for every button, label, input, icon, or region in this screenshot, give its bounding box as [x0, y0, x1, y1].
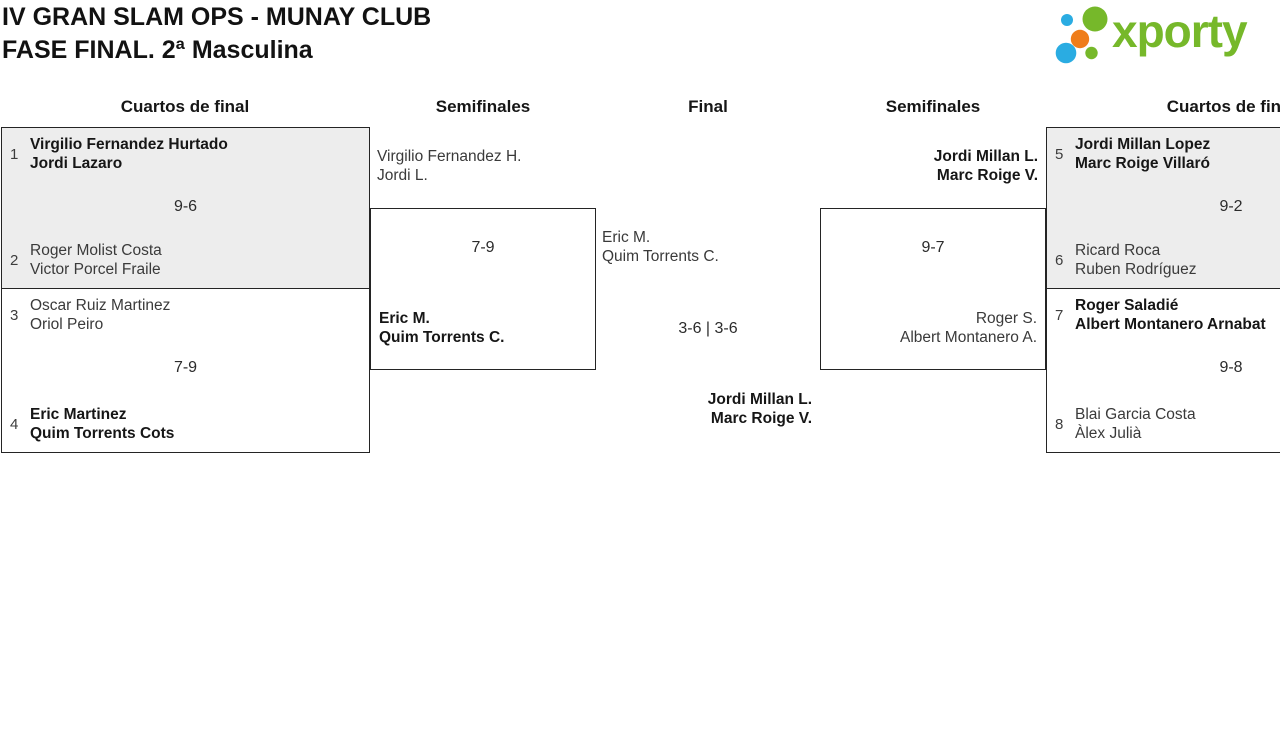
logo-dot-green-small — [1085, 46, 1098, 60]
xporty-logo[interactable]: xporty — [1046, 0, 1280, 69]
round-header-final: Final — [688, 97, 728, 116]
player-name: Victor Porcel Fraile — [30, 261, 161, 278]
player-name: Marc Roige V. — [710, 410, 812, 427]
player-name: Quim Torrents C. — [602, 248, 719, 265]
match-score: 9-8 — [1219, 359, 1243, 376]
match-score: 7-9 — [471, 239, 495, 256]
player-name: Jordi L. — [377, 167, 428, 184]
logo-dot-blue-large — [1055, 42, 1077, 64]
match-box-qf3[interactable]: 5 Jordi Millan Lopez Marc Roige Villaró … — [1046, 127, 1280, 289]
semifinal-right-team1: Jordi Millan L. Marc Roige V. — [820, 147, 1038, 185]
seed-number: 4 — [10, 415, 19, 433]
match-score: 9-6 — [173, 198, 198, 215]
seed-number: 8 — [1055, 415, 1064, 433]
round-header-quarterfinals-right: Cuartos de final — [1166, 97, 1280, 116]
logo-dot-blue-small — [1061, 14, 1073, 26]
player-name: Quim Torrents C. — [379, 329, 505, 346]
player-name: Jordi Millan Lopez — [1075, 136, 1211, 153]
team-row: 8 Blai Garcia Costa Àlex Julià — [1055, 405, 1196, 443]
player-name: Virgilio Fernandez Hurtado — [30, 136, 228, 153]
player-name: Oriol Peiro — [30, 316, 104, 333]
player-name: Eric Martinez — [30, 406, 127, 423]
match-box-sf-left[interactable]: 7-9 Eric M. Quim Torrents C. — [370, 208, 596, 370]
match-box-qf1[interactable]: 1 Virgilio Fernandez Hurtado Jordi Lazar… — [1, 127, 370, 289]
semifinal-left-team1: Virgilio Fernandez H. Jordi L. — [377, 147, 521, 185]
logo-wordmark: xporty — [1112, 5, 1248, 57]
match-box-qf4[interactable]: 7 Roger Saladié Albert Montanero Arnabat… — [1046, 288, 1280, 453]
player-name: Àlex Julià — [1075, 425, 1142, 442]
team-row: 3 Oscar Ruiz Martinez Oriol Peiro — [10, 296, 170, 334]
match-box-sf-right[interactable]: 9-7 Roger S. Albert Montanero A. — [820, 208, 1046, 370]
player-name: Jordi Millan L. — [707, 391, 812, 408]
seed-number: 7 — [1055, 306, 1064, 324]
logo-dot-orange — [1070, 29, 1090, 49]
final-team2-champion: Jordi Millan L. Marc Roige V. — [596, 390, 812, 428]
player-name: Jordi Millan L. — [933, 148, 1038, 165]
match-score: 9-2 — [1219, 198, 1243, 215]
player-name: Eric M. — [602, 229, 651, 246]
player-name: Ricard Roca — [1075, 242, 1161, 259]
team-row: 7 Roger Saladié Albert Montanero Arnabat — [1055, 296, 1266, 334]
round-header-quarterfinals-left: Cuartos de final — [120, 97, 250, 116]
match-score: 9-7 — [921, 239, 945, 256]
player-name: Ruben Rodríguez — [1075, 261, 1197, 278]
tournament-name: IV GRAN SLAM OPS - MUNAY CLUB — [2, 3, 432, 31]
team-row: Roger S. Albert Montanero A. — [900, 309, 1037, 347]
seed-number: 1 — [10, 145, 19, 163]
team-row: 6 Ricard Roca Ruben Rodríguez — [1055, 241, 1197, 279]
match-box-qf2[interactable]: 3 Oscar Ruiz Martinez Oriol Peiro 7-9 4 … — [1, 288, 370, 453]
player-name: Roger S. — [975, 310, 1037, 327]
final-score: 3-6 | 3-6 — [678, 320, 738, 337]
player-name: Virgilio Fernandez H. — [377, 148, 522, 165]
logo-dot-green-large — [1082, 6, 1108, 32]
team-row: Eric M. Quim Torrents C. — [379, 309, 504, 347]
phase-category: FASE FINAL. 2ª Masculina — [2, 36, 313, 64]
final-team1: Eric M. Quim Torrents C. — [602, 228, 719, 266]
player-name: Albert Montanero Arnabat — [1075, 316, 1266, 333]
seed-number: 2 — [10, 251, 19, 269]
team-row: 5 Jordi Millan Lopez Marc Roige Villaró — [1055, 135, 1210, 173]
round-header-semifinals-right: Semifinales — [885, 97, 981, 116]
player-name: Roger Saladié — [1075, 297, 1179, 314]
player-name: Oscar Ruiz Martinez — [30, 297, 171, 314]
player-name: Blai Garcia Costa — [1075, 406, 1196, 423]
page-title: IV GRAN SLAM OPS - MUNAY CLUB FASE FINAL… — [2, 1, 431, 67]
team-row: 1 Virgilio Fernandez Hurtado Jordi Lazar… — [10, 135, 228, 173]
seed-number: 3 — [10, 306, 19, 324]
round-header-semifinals-left: Semifinales — [435, 97, 531, 116]
player-name: Marc Roige Villaró — [1075, 155, 1210, 172]
match-score: 7-9 — [173, 359, 198, 376]
seed-number: 5 — [1055, 145, 1064, 163]
player-name: Jordi Lazaro — [30, 155, 123, 172]
player-name: Quim Torrents Cots — [30, 425, 175, 442]
team-row: 4 Eric Martinez Quim Torrents Cots — [10, 405, 174, 443]
player-name: Eric M. — [379, 310, 430, 327]
player-name: Marc Roige V. — [936, 167, 1038, 184]
player-name: Albert Montanero A. — [900, 329, 1037, 346]
player-name: Roger Molist Costa — [30, 242, 162, 259]
seed-number: 6 — [1055, 251, 1064, 269]
team-row: 2 Roger Molist Costa Victor Porcel Frail… — [10, 241, 162, 279]
